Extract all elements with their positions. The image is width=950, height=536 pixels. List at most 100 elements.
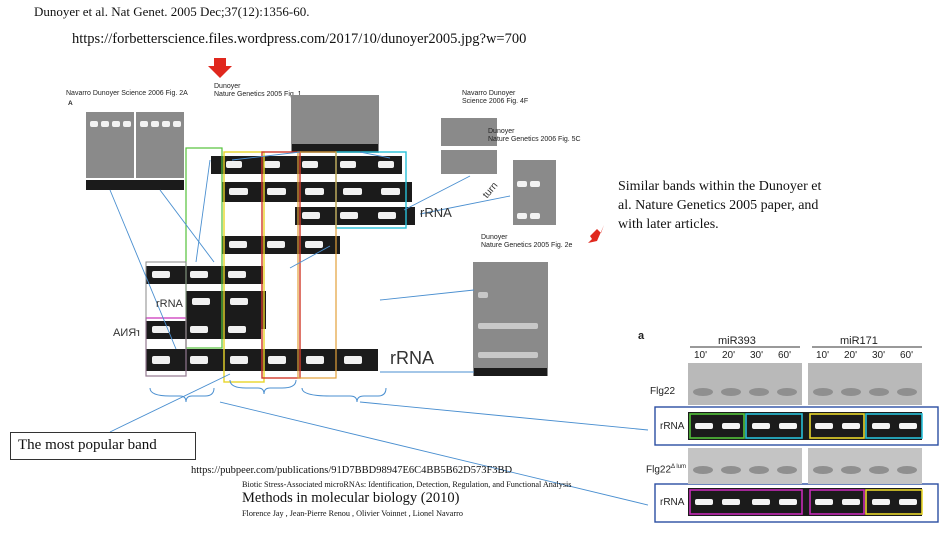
- panel-letter: A: [68, 100, 73, 107]
- gel-band: [517, 213, 527, 219]
- timepoint-label: 30': [872, 350, 886, 361]
- gel-band: [721, 466, 741, 474]
- gel-band: [752, 423, 770, 429]
- row-label-rrna: rRNA: [660, 421, 685, 432]
- row-label-suffix: Δ lum: [671, 464, 687, 470]
- gel-band: [749, 388, 769, 396]
- gel-band: [123, 121, 131, 127]
- gel-blot-panel: [441, 150, 497, 174]
- highlight-box-yellow: [865, 489, 923, 515]
- gel-band: [872, 423, 890, 429]
- group-label-mir171: miR171: [840, 335, 878, 347]
- gel-blot-strip: [86, 180, 184, 190]
- gel-band: [343, 188, 362, 195]
- gel-band: [517, 181, 527, 187]
- gel-band: [841, 466, 861, 474]
- highlight-box-magenta: [689, 489, 803, 515]
- gel-band: [378, 161, 394, 168]
- timepoint-label: 60': [900, 350, 914, 361]
- gel-band: [190, 326, 208, 333]
- gel-band: [478, 323, 538, 329]
- gel-band: [869, 466, 889, 474]
- gel-band: [340, 161, 356, 168]
- red-arrow-icon: [588, 225, 604, 243]
- gel-band: [112, 121, 120, 127]
- gel-band: [722, 499, 740, 505]
- pubpeer-url: https://pubpeer.com/publications/91D7BBD…: [191, 465, 513, 476]
- gel-band: [779, 423, 797, 429]
- gel-blot-panel: [441, 118, 497, 146]
- gel-blot-panel: [688, 448, 802, 484]
- gel-blot-panel: [291, 95, 379, 153]
- figure-label-dunoyer-2e-line2: Nature Genetics 2005 Fig. 2e: [481, 242, 573, 249]
- gel-band: [230, 356, 248, 364]
- figure-label-dunoyer-5c-line2: Nature Genetics 2006 Fig. 5C: [488, 136, 581, 143]
- bracket-line: [149, 387, 215, 403]
- figure-label-dunoyer-fig1-line1: Dunoyer: [214, 83, 241, 90]
- timepoint-label: 60': [778, 350, 792, 361]
- gel-band: [162, 121, 170, 127]
- red-arrow-icon: [208, 58, 232, 78]
- gel-band: [381, 188, 400, 195]
- gel-band: [305, 188, 324, 195]
- gel-band: [229, 188, 248, 195]
- book-authors: Florence Jay , Jean-Pierre Renou , Olivi…: [242, 509, 463, 518]
- gel-blot-strip: [474, 368, 547, 376]
- group-label-mir393: miR393: [718, 335, 756, 347]
- gel-blot-panel: [688, 363, 802, 405]
- similar-bands-note: Similar bands within the Dunoyer et al. …: [618, 179, 822, 232]
- gel-band: [152, 326, 170, 333]
- highlight-box-grey: [145, 261, 187, 377]
- gel-band: [897, 388, 917, 396]
- gel-band: [869, 388, 889, 396]
- figure-label-navarro-2a: Navarro Dunoyer Science 2006 Fig. 2A: [66, 90, 188, 97]
- gel-band: [268, 356, 286, 364]
- gel-blot-strip: [292, 144, 378, 152]
- highlight-box-red: [261, 151, 301, 379]
- highlight-box-orange: [297, 151, 337, 379]
- gel-band: [695, 499, 713, 505]
- gel-band: [306, 356, 324, 364]
- highlight-box-magenta: [809, 489, 865, 515]
- gel-band: [140, 121, 148, 127]
- rrna-label-2: rRNA: [156, 298, 183, 310]
- figure-label-dunoyer-5c-line1: Dunoyer: [488, 128, 515, 135]
- gel-band: [264, 161, 280, 168]
- gel-band: [815, 423, 833, 429]
- gel-band: [228, 326, 246, 333]
- gel-band: [693, 388, 713, 396]
- gel-band: [842, 423, 860, 429]
- gel-band: [777, 466, 797, 474]
- row-label-flg22-lum: Flg22Δ lum: [646, 464, 687, 476]
- book-subtitle: Biotic Stress-Associated microRNAs: Iden…: [242, 480, 572, 489]
- gel-band: [226, 161, 242, 168]
- gel-band: [478, 292, 488, 298]
- image-url-text: https://forbetterscience.files.wordpress…: [72, 31, 527, 47]
- gel-band: [722, 423, 740, 429]
- panel-a-box-rrna-1: [654, 406, 939, 446]
- row-label-rrna: rRNA: [660, 497, 685, 508]
- gel-band: [813, 466, 833, 474]
- gel-band: [897, 466, 917, 474]
- gel-band: [899, 423, 917, 429]
- timepoint-label: 30': [750, 350, 764, 361]
- gel-band: [228, 271, 246, 278]
- gel-band: [267, 241, 285, 248]
- gel-band: [302, 212, 320, 219]
- gel-band: [752, 499, 770, 505]
- gel-band: [779, 499, 797, 505]
- gel-band: [90, 121, 98, 127]
- gel-band: [190, 356, 208, 364]
- highlight-box-green: [689, 413, 745, 439]
- gel-band: [305, 241, 323, 248]
- gel-band: [378, 212, 396, 219]
- figure-label-navarro-4f-line2: Science 2006 Fig. 4F: [462, 98, 529, 105]
- gel-band: [151, 121, 159, 127]
- gel-band: [899, 499, 917, 505]
- timepoint-label: 20': [722, 350, 736, 361]
- rrna-label-1: rRNA: [420, 205, 452, 220]
